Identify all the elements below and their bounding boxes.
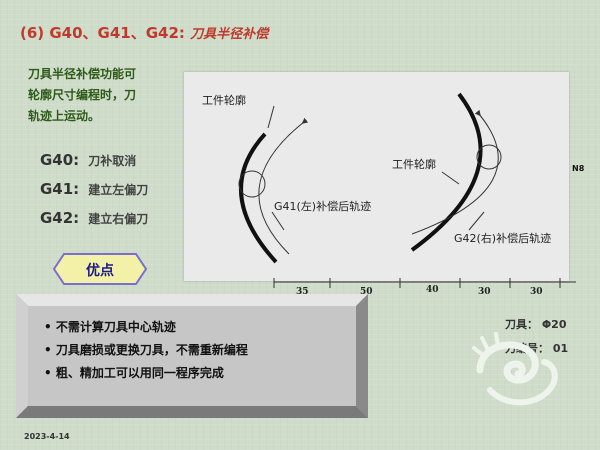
left-compensated-path (258, 117, 309, 255)
bevel-left (16, 294, 28, 418)
ruler-svg: 35 50 40 30 30 (273, 278, 576, 297)
left-label-leader (271, 211, 285, 231)
right-contour-label: 工件轮廓 (392, 157, 436, 171)
slide-title: (6) G40、G41、G42: 刀具半径补偿 (20, 22, 268, 43)
compensation-figure: 工件轮廓 G41(左)补偿后轨迹 工件轮廓 G42(右)补偿后轨迹 (184, 72, 569, 281)
right-label-leader (468, 211, 485, 231)
gcode-desc: 建立右偏刀 (88, 212, 149, 226)
ruler-label: 40 (426, 285, 439, 295)
right-label-leader (441, 171, 460, 185)
gcode: G42: (40, 209, 80, 227)
left-contour-label: 工件轮廓 (202, 93, 246, 107)
ruler-label: 30 (478, 287, 491, 297)
left-contour-arc (239, 132, 278, 264)
advantage-item: • 不需计算刀具中心轨迹 (44, 320, 176, 334)
bevel-frame (16, 294, 368, 418)
slide-date: 2023-4-14 (24, 432, 70, 441)
gcode-row-g41: G41: 建立左偏刀 (40, 179, 148, 208)
intro-line: 刀具半径补偿功能可 (28, 67, 137, 81)
badge-shape: 优点 (52, 253, 148, 285)
ruler-label: 50 (360, 287, 373, 297)
title-subtitle: 刀具半径补偿 (190, 27, 269, 42)
right-compensated-path (411, 109, 499, 235)
dragon-ornament-icon (472, 332, 558, 406)
left-label-leader (267, 105, 275, 129)
gcode: G40: (40, 151, 80, 169)
advantages-panel: • 不需计算刀具中心轨迹 • 刀具磨损或更换刀具，不需重新编程 • 粗、精加工可… (16, 294, 368, 418)
title-codes: (6) G40、G41、G42: (20, 24, 185, 42)
badge-label: 优点 (86, 262, 114, 279)
intro-text: 刀具半径补偿功能可 轮廓尺寸编程时，刀 轨迹上运动。 (28, 64, 288, 127)
intro-line: 轮廓尺寸编程时，刀 (28, 88, 137, 102)
gcode-row-g40: G40: 刀补取消 (40, 150, 148, 179)
ornament-swirl (472, 332, 500, 358)
right-path-label: G42(右)补偿后轨迹 (454, 231, 551, 245)
ruler-label: 30 (530, 287, 543, 297)
gcode-list: G40: 刀补取消 G41: 建立左偏刀 G42: 建立右偏刀 (40, 150, 148, 237)
bevel-right (356, 294, 368, 418)
bevel-top (16, 294, 368, 306)
gcode: G41: (40, 180, 80, 198)
ornament-swirl (487, 359, 558, 406)
badge-hexagon (52, 253, 148, 285)
advantage-item: • 刀具磨损或更换刀具，不需重新编程 (44, 343, 248, 357)
ruler-label: 35 (296, 287, 309, 297)
gcode-row-g42: G42: 建立右偏刀 (40, 208, 148, 237)
bevel-bottom (16, 406, 368, 418)
advantage-badge: 优点 (52, 252, 148, 286)
left-path-label: G41(左)补偿后轨迹 (274, 199, 371, 213)
right-contour-arc (410, 92, 483, 252)
corner-label: N8 (572, 164, 585, 173)
compensation-diagram: 工件轮廓 G41(左)补偿后轨迹 工件轮廓 G42(右)补偿后轨迹 (202, 92, 551, 264)
gcode-desc: 建立左偏刀 (88, 183, 149, 197)
right-tool-circle (476, 144, 502, 170)
left-tool-circle (238, 170, 266, 198)
gcode-desc: 刀补取消 (88, 154, 137, 168)
advantages-list: • 不需计算刀具中心轨迹 • 刀具磨损或更换刀具，不需重新编程 • 粗、精加工可… (44, 318, 248, 387)
tool-diameter: 刀具： Φ20 (505, 318, 567, 331)
bevel-face (28, 306, 356, 406)
dimension-ruler: 35 50 40 30 30 (270, 278, 580, 300)
ornament-swirl (476, 341, 539, 384)
intro-line: 轨迹上运动。 (28, 109, 101, 123)
advantage-item: • 粗、精加工可以用同一程序完成 (44, 366, 224, 380)
